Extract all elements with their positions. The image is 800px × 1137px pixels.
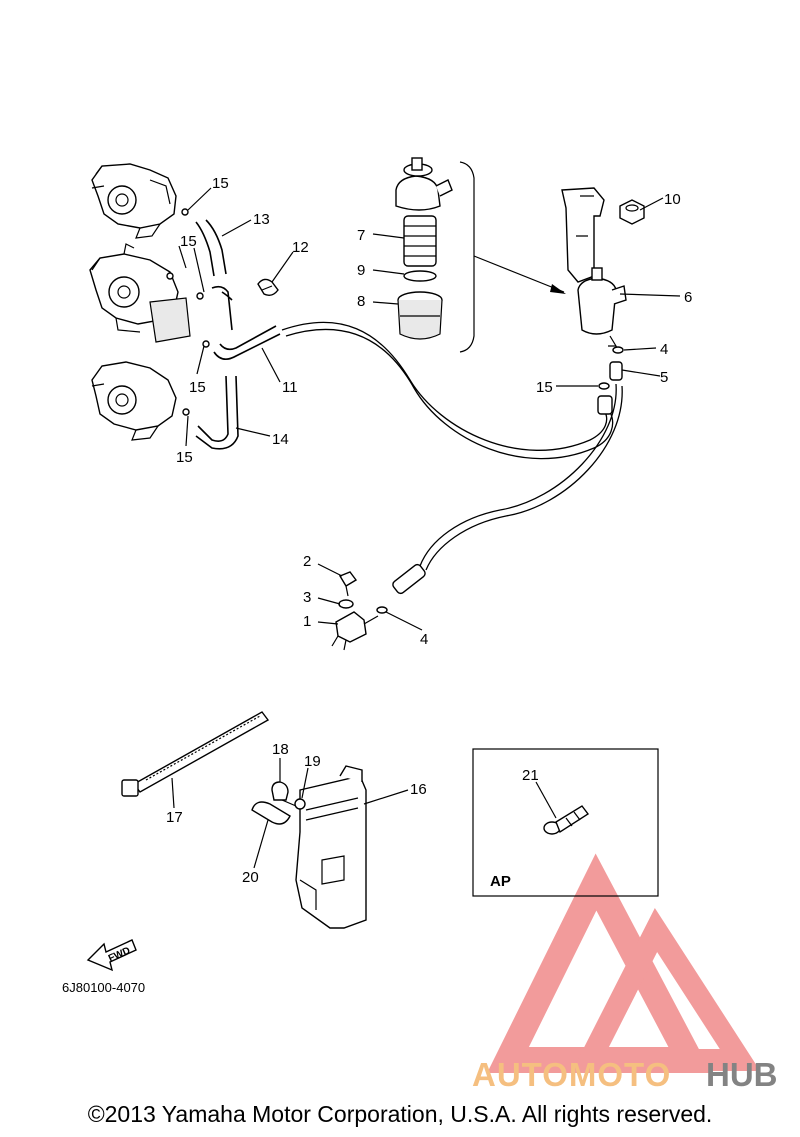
callout-5: 5 <box>660 369 668 386</box>
callout-labels: 15 15 13 12 11 15 14 15 7 9 8 10 6 4 5 1… <box>62 175 692 995</box>
callout-16: 16 <box>410 781 427 798</box>
callout-21: 21 <box>522 767 539 784</box>
hose-13b <box>211 285 233 331</box>
callout-20: 20 <box>242 869 259 886</box>
watermark-text-automoto: AUTOMOTO <box>472 1056 671 1093</box>
callout-15-mid-left: 15 <box>180 233 197 250</box>
filter-element-7 <box>403 215 437 267</box>
hose-14 <box>195 375 239 450</box>
filter-cap <box>395 157 453 211</box>
holder-16 <box>295 765 367 929</box>
clip-4-upper <box>612 346 624 354</box>
callout-15-right: 15 <box>536 379 553 396</box>
carburetor-bottom <box>91 361 190 441</box>
callout-14: 14 <box>272 431 289 448</box>
carburetor-top <box>91 163 189 239</box>
callout-2: 2 <box>303 553 311 570</box>
collar-19 <box>294 798 306 810</box>
callout-4-lower: 4 <box>420 631 428 648</box>
callout-12: 12 <box>292 239 309 256</box>
hose-joint-lower <box>392 563 426 595</box>
nut-10 <box>619 199 645 225</box>
fuel-filter-6 <box>577 267 627 347</box>
callout-15-mid: 15 <box>189 379 206 396</box>
hose-13 <box>195 219 227 277</box>
fuel-line-lower <box>419 383 617 567</box>
fuel-line-main-b <box>285 328 614 460</box>
copyright-notice: ©2013 Yamaha Motor Corporation, U.S.A. A… <box>87 1101 713 1127</box>
fuel-joint-1 <box>331 611 379 651</box>
inset-box <box>472 748 659 897</box>
hose-11 <box>213 325 281 360</box>
bolt-18 <box>271 781 297 807</box>
cable-tie-17 <box>121 711 270 797</box>
assembly-arrowhead <box>550 284 566 294</box>
callout-13: 13 <box>253 211 270 228</box>
callout-9: 9 <box>357 262 365 279</box>
callout-8: 8 <box>357 293 365 310</box>
callout-10: 10 <box>664 191 681 208</box>
diagram-code: 6J80100-4070 <box>62 980 145 995</box>
clip-4-lower <box>376 606 388 614</box>
fuel-line-main <box>281 321 608 451</box>
clip-15-right <box>598 382 610 390</box>
carburetor-middle <box>89 243 210 348</box>
callout-7: 7 <box>357 227 365 244</box>
clamp-20 <box>251 801 291 825</box>
callout-6: 6 <box>684 289 692 306</box>
washer-3 <box>338 599 354 609</box>
screw-21 <box>543 805 590 835</box>
callout-15-bottom: 15 <box>176 449 193 466</box>
callout-19: 19 <box>304 753 321 770</box>
bolt-2 <box>338 571 358 597</box>
joint-right <box>597 395 613 415</box>
filter-cup-8 <box>397 291 443 340</box>
callout-17: 17 <box>166 809 183 826</box>
joint-5 <box>609 361 623 381</box>
inset-label-ap: AP <box>490 873 511 890</box>
watermark-text-hub: HUB <box>706 1056 778 1093</box>
callout-1: 1 <box>303 613 311 630</box>
callout-4-upper: 4 <box>660 341 668 358</box>
fwd-label: FWD <box>107 945 132 964</box>
fuel-line-lower-b <box>425 385 623 571</box>
assembly-arrow <box>473 255 565 293</box>
leader-lines <box>171 187 681 869</box>
assembly-bracket <box>459 161 475 353</box>
watermark-triangle-right <box>572 907 761 1071</box>
callout-15-top: 15 <box>212 175 229 192</box>
callout-3: 3 <box>303 589 311 606</box>
fwd-arrow <box>86 939 137 972</box>
callout-11: 11 <box>282 379 298 396</box>
watermark-logo: AUTOMOTO HUB <box>472 853 778 1093</box>
filter-mount-bracket <box>561 187 605 283</box>
callout-18: 18 <box>272 741 289 758</box>
o-ring-9 <box>403 270 437 282</box>
